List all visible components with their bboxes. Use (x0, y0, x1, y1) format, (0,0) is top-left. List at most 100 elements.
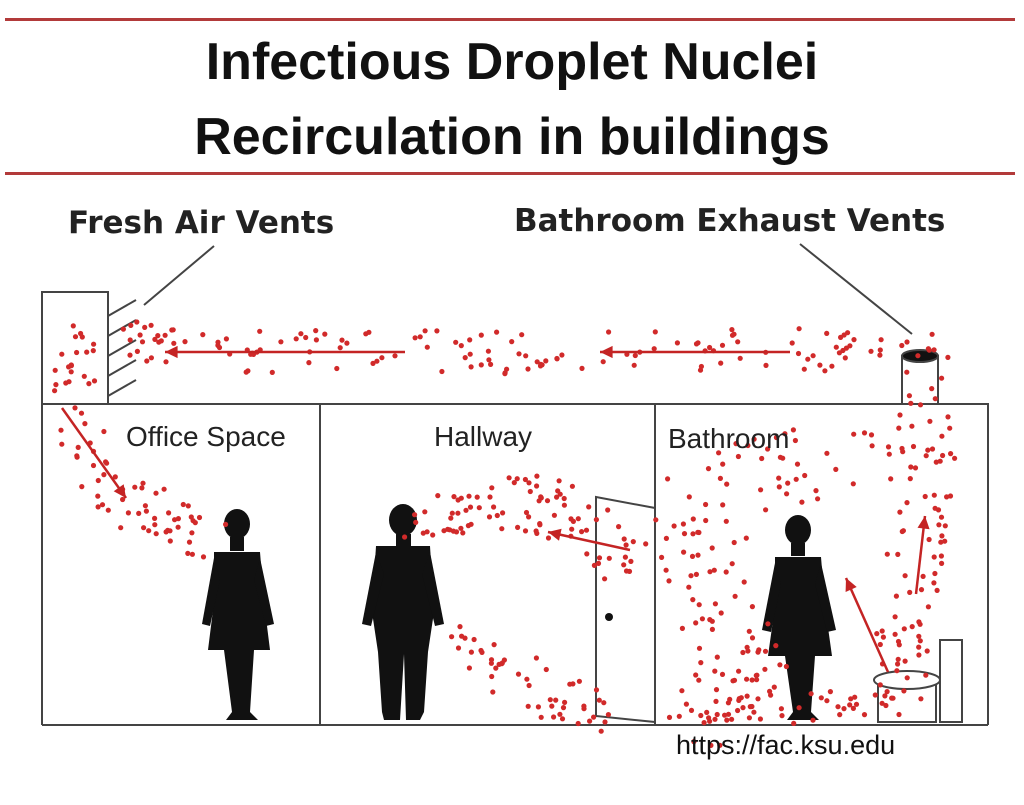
droplet (679, 625, 686, 632)
droplet (868, 432, 875, 438)
droplet (768, 692, 774, 698)
droplet (522, 528, 529, 534)
droplet (735, 453, 742, 460)
droplet (776, 484, 782, 490)
droplet (729, 561, 735, 567)
droplet (688, 707, 695, 714)
droplet (749, 677, 755, 683)
droplet (90, 462, 97, 469)
droplet (379, 355, 385, 361)
droplet (457, 624, 463, 630)
droplet (877, 682, 883, 688)
droplet (148, 355, 154, 361)
droplet (885, 444, 892, 450)
droplet (696, 645, 703, 651)
droplet (223, 336, 229, 342)
droplet (449, 634, 455, 640)
droplet (929, 331, 935, 337)
droplet (771, 684, 777, 690)
droplet (134, 348, 140, 354)
droplet (877, 352, 883, 358)
droplet (278, 339, 284, 345)
droplet (471, 636, 477, 643)
droplet (696, 602, 702, 608)
airflow-arrowhead (113, 484, 126, 498)
droplet (939, 560, 945, 567)
droplet (706, 715, 712, 721)
droplet (167, 538, 173, 544)
droplet (534, 530, 540, 537)
droplet (479, 649, 485, 656)
droplet (799, 499, 805, 505)
droplet (583, 527, 590, 533)
droplet (833, 344, 839, 350)
droplet (79, 484, 85, 490)
droplet (904, 339, 910, 345)
droplet (486, 357, 492, 363)
droplet (897, 412, 903, 418)
droplet (95, 493, 101, 499)
droplet (783, 663, 790, 670)
droplet (945, 354, 951, 360)
droplet (932, 396, 938, 402)
droplet (524, 676, 530, 682)
droplet (337, 345, 343, 351)
droplet (923, 672, 929, 678)
droplet (163, 359, 169, 365)
droplet (162, 332, 168, 338)
droplet (422, 328, 428, 334)
droplet (735, 339, 741, 345)
droplet (861, 430, 868, 436)
droplet (186, 539, 193, 545)
droplet (430, 532, 436, 538)
droplet (545, 535, 552, 541)
droplet (944, 494, 950, 500)
droplet (837, 712, 843, 718)
droplet (52, 388, 58, 394)
droplet (509, 339, 515, 345)
droplet (746, 628, 752, 634)
droplet (551, 512, 558, 518)
droplet (714, 711, 720, 718)
droplet (681, 531, 688, 537)
droplet (112, 474, 118, 480)
droplet (842, 355, 848, 361)
droplet (716, 450, 722, 456)
droplet (595, 560, 602, 567)
droplet (626, 568, 633, 575)
droplet (90, 348, 96, 354)
droplet (153, 531, 159, 537)
droplet (490, 689, 496, 695)
droplet (652, 329, 658, 335)
droplet (868, 348, 874, 354)
droplet (707, 344, 713, 351)
droplet (553, 697, 559, 703)
droplet (451, 494, 457, 500)
droplet (765, 446, 771, 452)
droplet (759, 455, 765, 462)
droplet (515, 671, 522, 677)
droplet (72, 334, 79, 340)
droplet (690, 531, 696, 537)
droplet (937, 458, 943, 464)
droplet (690, 516, 696, 522)
droplet (892, 631, 898, 637)
title-line-2: Recirculation in buildings (194, 108, 830, 166)
droplet (643, 541, 649, 547)
droplet (681, 549, 687, 555)
droplet (889, 695, 895, 701)
droplet (901, 688, 907, 694)
droplet (931, 580, 937, 586)
droplet (899, 342, 905, 349)
droplet (313, 337, 319, 343)
droplet (757, 716, 764, 722)
droplet (817, 362, 823, 368)
droplet (749, 604, 756, 610)
droplet (895, 551, 901, 558)
droplet (120, 496, 126, 503)
droplet (896, 425, 902, 431)
droplet (344, 340, 350, 346)
droplet (665, 476, 671, 482)
droplet (554, 494, 560, 500)
droplet (463, 507, 469, 513)
